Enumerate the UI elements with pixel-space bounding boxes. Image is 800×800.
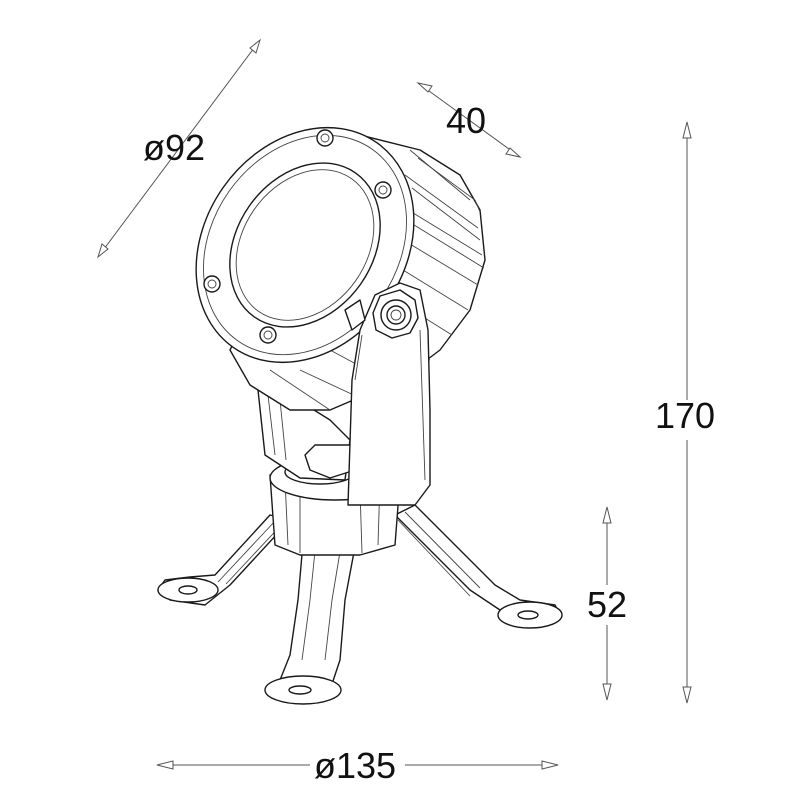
dimension-depth: 40 bbox=[416, 82, 522, 158]
mounting-bracket bbox=[344, 282, 431, 506]
depth-label: 40 bbox=[446, 100, 486, 141]
rotation-joint bbox=[257, 389, 356, 481]
lens-diameter-label: ø92 bbox=[143, 127, 205, 168]
foot-left bbox=[157, 514, 291, 606]
bezel-screws bbox=[203, 129, 392, 344]
dimension-base-height: 52 bbox=[587, 506, 627, 701]
foot-front bbox=[264, 519, 361, 705]
pivot-nut bbox=[372, 289, 419, 339]
dimension-total-height: 170 bbox=[655, 121, 715, 704]
total-height-label: 170 bbox=[655, 395, 715, 436]
base-height-label: 52 bbox=[587, 584, 627, 625]
base-diameter-label: ø135 bbox=[314, 745, 396, 786]
dimension-lens-diameter: ø92 bbox=[97, 38, 261, 259]
foot-right bbox=[394, 504, 563, 629]
dimension-base-diameter: ø135 bbox=[156, 745, 559, 786]
